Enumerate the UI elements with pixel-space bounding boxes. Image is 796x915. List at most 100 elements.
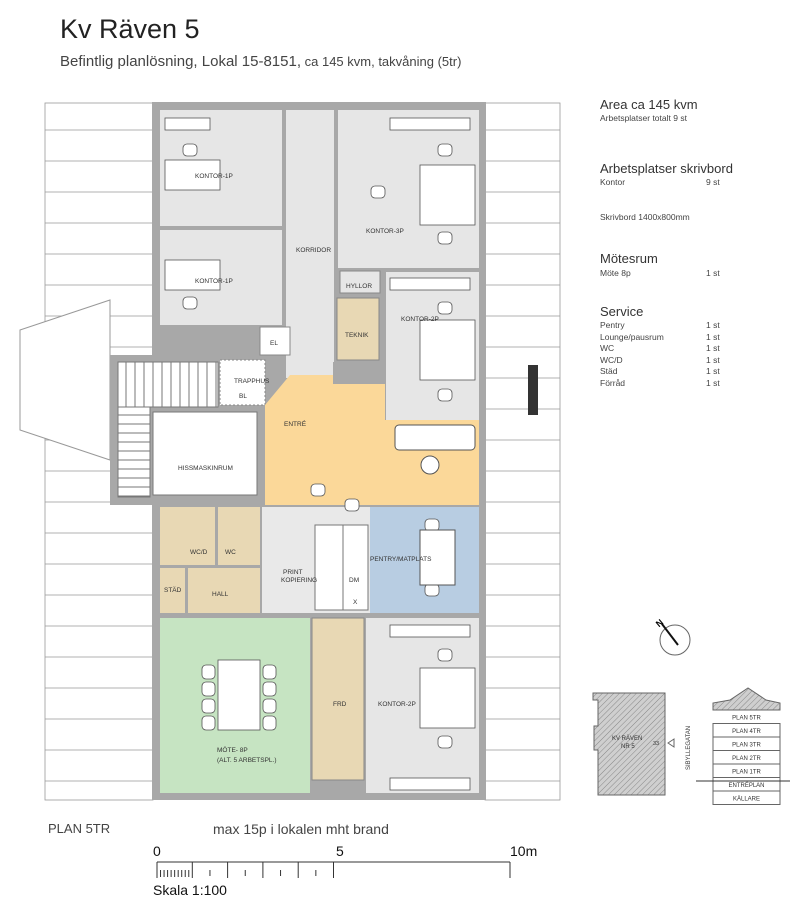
chair — [424, 518, 440, 532]
stair-flight — [117, 406, 151, 498]
meeting-chair — [262, 715, 277, 731]
level-label: PLAN 4TR — [732, 729, 761, 735]
shelf — [389, 624, 471, 638]
chair — [437, 648, 453, 662]
chair — [344, 498, 360, 512]
room-teknik — [336, 297, 380, 361]
chair — [424, 583, 440, 597]
area-subtext: Arbetsplatser totalt 9 st — [600, 113, 687, 123]
roof-right — [484, 102, 561, 801]
label-x: X — [353, 599, 358, 606]
north-arrow: N — [654, 617, 691, 656]
label-bl: BL — [239, 393, 247, 400]
label-el: EL — [270, 340, 278, 347]
chair — [437, 301, 453, 315]
desk — [164, 259, 221, 291]
room-korridor — [286, 110, 334, 378]
label-frd: FRD — [333, 701, 347, 708]
room-hall — [188, 568, 260, 613]
level-label: ENTRÉPLAN — [728, 782, 764, 789]
label-kontor-1p-a: KONTOR-1P — [195, 173, 233, 180]
meeting-chair — [201, 698, 216, 714]
scale-label-0: 0 — [153, 843, 161, 859]
compass-label: N — [654, 617, 665, 629]
stair-flight — [117, 361, 219, 408]
room-hissmaskinrum — [152, 411, 258, 496]
service-item-label: Pentry — [600, 320, 625, 330]
chair — [437, 388, 453, 402]
label-print: PRINT — [283, 569, 303, 576]
plan-label: PLAN 5TR — [48, 821, 111, 836]
service-item-value: 1 st — [706, 343, 720, 353]
pentry-table — [419, 529, 456, 586]
kitchen-counter-2 — [342, 524, 369, 611]
chair — [182, 296, 198, 310]
meeting-chair — [262, 698, 277, 714]
service-item-label: Lounge/pausrum — [600, 331, 664, 342]
service-item-label: WC/D — [600, 354, 623, 365]
site-number: 33 — [653, 741, 659, 747]
desks-kontor-label: Kontor — [600, 177, 626, 187]
label-kopiering: KOPIERING — [281, 577, 317, 584]
label-mote-2: (ALT. 5 ARBETSPL.) — [217, 757, 276, 764]
label-kontor-3p: KONTOR-3P — [366, 228, 404, 235]
service-item-value: 1 st — [706, 320, 720, 330]
service-item-value: 1 st — [706, 354, 720, 365]
shelf — [389, 777, 471, 791]
service-item-label: Förråd — [600, 377, 626, 388]
level-label: PLAN 2TR — [732, 756, 761, 762]
label-hissmaskinrum: HISSMASKINRUM — [178, 465, 233, 472]
meeting-chair — [201, 715, 216, 731]
desk — [164, 159, 221, 191]
label-wc-d: WC/D — [190, 549, 208, 556]
scale-bar — [156, 861, 511, 878]
chair — [370, 185, 386, 199]
chair — [437, 143, 453, 157]
label-hall: HALL — [212, 591, 229, 598]
kitchen-counter — [314, 524, 344, 611]
subtitle-main: Befintlig planlösning, Lokal 15-8151, — [60, 53, 302, 70]
service-item-value: 1 st — [706, 366, 720, 376]
desks-heading: Arbetsplatser skrivbord — [600, 161, 733, 176]
service-item-value: 1 st — [706, 331, 720, 342]
desk — [419, 164, 476, 226]
scale-label-10: 10m — [510, 843, 538, 859]
room-wc-d — [160, 507, 215, 565]
desk-size: Skrivbord 1400x800mm — [600, 212, 690, 222]
scale-text: Skala 1:100 — [153, 882, 227, 898]
service-item-label: Städ — [600, 366, 618, 376]
meeting-label: Möte 8p — [600, 268, 631, 278]
site-block-nr: NR 5 — [621, 744, 635, 750]
street-name: SIBYLLEGATAN — [686, 726, 692, 770]
level-label: PLAN 1TR — [732, 770, 761, 776]
site-plan: KV RÄVEN NR 5 33 SIBYLLEGATAN — [592, 692, 692, 796]
level-label: PLAN 5TR — [732, 716, 761, 722]
room-wc — [218, 507, 260, 565]
page-title: Kv Räven 5 — [60, 14, 200, 44]
scale-label-5: 5 — [336, 843, 344, 859]
level-label: KÄLLARE — [733, 796, 760, 803]
meeting-chair — [201, 664, 216, 680]
subtitle-small: ca 145 kvm, takvåning (5tr) — [301, 54, 462, 69]
radiator — [528, 365, 538, 415]
room-hyllor — [339, 270, 381, 294]
meeting-chair — [201, 681, 216, 697]
meeting-value: 1 st — [706, 268, 720, 278]
level-box — [712, 790, 781, 805]
lounge-table — [420, 455, 440, 475]
chair — [437, 735, 453, 749]
label-entre: ENTRÉ — [284, 419, 307, 428]
meeting-heading: Mötesrum — [600, 251, 658, 266]
label-hyllor: HYLLOR — [346, 283, 372, 290]
label-wc: WC — [225, 549, 236, 556]
meeting-chair — [262, 681, 277, 697]
area-heading: Area ca 145 kvm — [600, 97, 698, 112]
service-item-label: WC — [600, 343, 615, 353]
service-item-value: 1 st — [706, 377, 720, 388]
label-korridor: KORRIDOR — [296, 247, 331, 254]
chair — [182, 143, 198, 157]
label-kontor-2p-b: KONTOR-2P — [378, 701, 416, 708]
label-trapphus: TRAPPHUS — [234, 378, 270, 385]
label-pentry: PENTRY/MATPLATS — [370, 556, 432, 563]
